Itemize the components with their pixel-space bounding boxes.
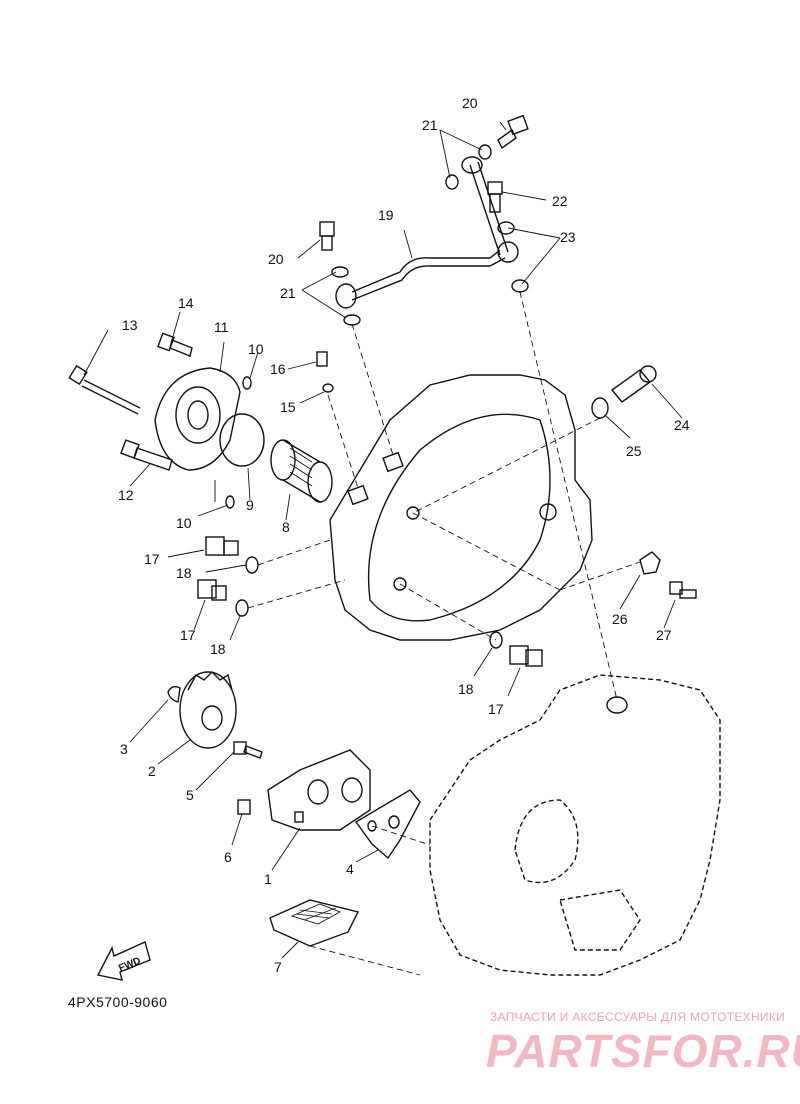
label-9: 9 bbox=[246, 497, 254, 513]
label-24: 24 bbox=[674, 417, 690, 433]
label-7: 7 bbox=[274, 959, 282, 975]
label-25: 25 bbox=[626, 443, 642, 459]
oil-pump bbox=[267, 749, 371, 831]
part-code: 4PX5700-9060 bbox=[68, 994, 168, 1010]
label-10-lower: 10 bbox=[176, 515, 192, 531]
label-19: 19 bbox=[378, 207, 394, 223]
label-18-a: 18 bbox=[176, 565, 192, 581]
label-17-c: 17 bbox=[488, 701, 504, 717]
o-ring bbox=[219, 413, 265, 467]
label-20-left: 20 bbox=[268, 251, 284, 267]
label-17-b: 17 bbox=[180, 627, 196, 643]
fwd-label: FWD bbox=[117, 956, 142, 975]
label-3: 3 bbox=[120, 741, 128, 757]
bolt-12 bbox=[120, 439, 173, 471]
sensor bbox=[610, 365, 657, 403]
label-10-upper: 10 bbox=[248, 341, 264, 357]
label-8: 8 bbox=[282, 519, 290, 535]
oil-strainer bbox=[269, 899, 360, 947]
label-17-a: 17 bbox=[144, 551, 160, 567]
watermark-tagline: ЗАПЧАСТИ И АКСЕССУАРЫ ДЛЯ МОТОТЕХНИКИ bbox=[490, 1010, 786, 1024]
label-6: 6 bbox=[224, 849, 232, 865]
union-bolt-upper bbox=[497, 114, 529, 150]
label-21-upper: 21 bbox=[422, 117, 438, 133]
label-12: 12 bbox=[118, 487, 134, 503]
label-22: 22 bbox=[552, 193, 568, 209]
oil-delivery-pipe bbox=[335, 156, 519, 309]
label-15: 15 bbox=[280, 399, 296, 415]
oil-pump-gear bbox=[179, 671, 237, 749]
watermark-logo: PARTSFOR.RU bbox=[486, 1025, 800, 1077]
label-1: 1 bbox=[264, 871, 272, 887]
crankcase-cover bbox=[329, 374, 593, 641]
gasket bbox=[354, 789, 421, 860]
label-14: 14 bbox=[178, 295, 194, 311]
fwd-arrow bbox=[96, 941, 151, 981]
crankcase-body bbox=[429, 674, 721, 976]
label-16: 16 bbox=[270, 361, 286, 377]
label-27: 27 bbox=[656, 627, 672, 643]
union-bolt-left bbox=[319, 221, 335, 251]
label-23: 23 bbox=[560, 229, 576, 245]
oil-filter bbox=[270, 439, 333, 503]
label-2: 2 bbox=[148, 763, 156, 779]
bolt-14 bbox=[157, 332, 193, 357]
filter-cover bbox=[154, 367, 241, 471]
label-13: 13 bbox=[122, 317, 138, 333]
label-5: 5 bbox=[186, 787, 194, 803]
label-21-left: 21 bbox=[280, 285, 296, 301]
label-20-upper: 20 bbox=[462, 95, 478, 111]
label-18-b: 18 bbox=[210, 641, 226, 657]
label-11: 11 bbox=[214, 319, 229, 335]
union-bolt-22 bbox=[487, 181, 503, 213]
label-26: 26 bbox=[612, 611, 628, 627]
label-4: 4 bbox=[346, 861, 354, 877]
bolt-long bbox=[68, 364, 141, 415]
label-18-c: 18 bbox=[458, 681, 474, 697]
